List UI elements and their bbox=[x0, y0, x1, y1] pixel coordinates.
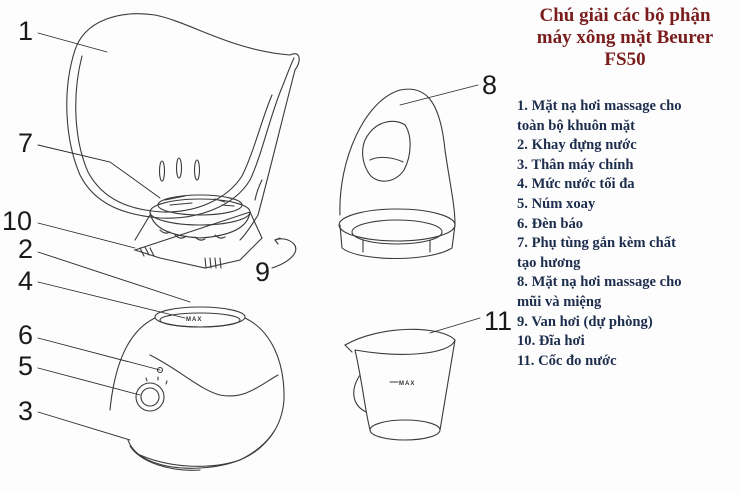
legend-item-1-line-2: toàn bộ khuôn mặt bbox=[517, 117, 636, 134]
legend-item-7-line-2: tạo hương bbox=[517, 254, 581, 271]
callout-8: 8 bbox=[482, 70, 497, 100]
callout-9: 9 bbox=[255, 257, 270, 287]
callout-10: 10 bbox=[2, 206, 32, 236]
legend-item-3: 3. Thân máy chính bbox=[517, 156, 634, 173]
nose-mouth-mask-drawing bbox=[338, 88, 456, 259]
legend-item-9: 9. Van hơi (dự phòng) bbox=[517, 313, 653, 330]
legend-item-7-line-1: 7. Phụ tùng gắn kèm chất bbox=[517, 235, 676, 252]
legend-item-5: 5. Núm xoay bbox=[517, 195, 596, 212]
measuring-cup-drawing bbox=[344, 328, 456, 441]
callout-6: 6 bbox=[18, 320, 33, 350]
legend-item-1: 1. Mặt nạ hơi massage cho toàn bộ khuôn … bbox=[517, 97, 739, 136]
legend-item-6: 6. Đèn báo bbox=[517, 215, 584, 232]
callout-1: 1 bbox=[18, 16, 33, 46]
title-line-1: Chú giải các bộ phận bbox=[539, 5, 711, 26]
max-mark-base: MAX bbox=[186, 317, 202, 323]
callout-11: 11 bbox=[484, 306, 512, 336]
callout-5: 5 bbox=[18, 351, 33, 381]
callout-2: 2 bbox=[18, 234, 33, 264]
title-line-3: FS50 bbox=[604, 49, 646, 70]
legend-item-10: 10. Đĩa hơi bbox=[517, 333, 585, 350]
title-line-2: máy xông mặt Beurer bbox=[536, 27, 714, 48]
face-mask-drawing bbox=[66, 13, 300, 241]
legend-item-4: 4. Mức nước tối đa bbox=[517, 176, 635, 193]
steam-disc-drawing bbox=[133, 194, 263, 269]
legend-item-8-line-2: mũi và miệng bbox=[517, 293, 602, 310]
valve-arrow bbox=[271, 238, 297, 269]
callout-4: 4 bbox=[18, 266, 33, 296]
callout-3: 3 bbox=[18, 396, 33, 426]
leader-lines bbox=[37, 32, 481, 441]
max-mark-cup: MAX bbox=[399, 381, 415, 387]
legend-item-2: 2. Khay đựng nước bbox=[517, 137, 637, 154]
parts-legend: 1. Mặt nạ hơi massage cho toàn bộ khuôn … bbox=[517, 97, 739, 371]
legend-item-11: 11. Cốc đo nước bbox=[517, 352, 617, 369]
legend-item-8: 8. Mặt nạ hơi massage cho mũi và miệng bbox=[517, 273, 739, 312]
legend-item-8-line-1: 8. Mặt nạ hơi massage cho bbox=[517, 274, 682, 291]
legend-title: Chú giải các bộ phận máy xông mặt Beurer… bbox=[512, 5, 738, 71]
legend-item-7: 7. Phụ tùng gắn kèm chất tạo hương bbox=[517, 234, 739, 273]
callout-7: 7 bbox=[18, 128, 33, 158]
knob-drawing bbox=[135, 366, 168, 412]
legend-item-1-line-1: 1. Mặt nạ hơi massage cho bbox=[517, 98, 682, 114]
main-body-drawing bbox=[109, 306, 285, 471]
